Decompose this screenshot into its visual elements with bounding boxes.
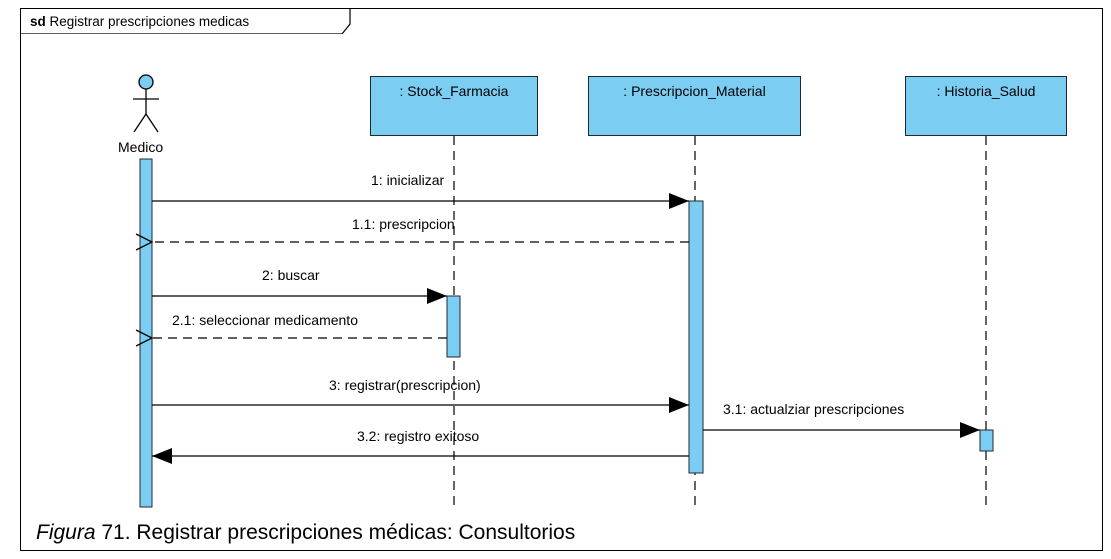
actor-icon: [133, 74, 159, 133]
lifeline-stock-label: : Stock_Farmacia: [399, 83, 509, 99]
activation-historia: [979, 429, 994, 452]
frame-title: sd Registrar prescripciones medicas: [30, 14, 249, 29]
frame-title-text: Registrar prescripciones medicas: [49, 14, 250, 29]
message-3-label: 3: registrar(prescripcion): [329, 377, 481, 393]
message-3-2-label: 3.2: registro exitoso: [357, 428, 480, 444]
figure-caption: Figura 71. Registrar prescripciones médi…: [36, 521, 575, 545]
message-2-1-label: 2.1: seleccionar medicamento: [172, 312, 358, 328]
caption-text: 71. Registrar prescripciones médicas: Co…: [95, 521, 576, 544]
actor-name: Medico: [118, 139, 164, 155]
lifeline-prescripcion-label: : Prescripcion_Material: [623, 83, 766, 99]
diagram-frame: [20, 8, 1103, 551]
lifeline-historia-label: : Historia_Salud: [936, 83, 1036, 99]
frame-keyword: sd: [30, 14, 46, 29]
message-3-1-label: 3.1: actualziar prescripciones: [723, 401, 905, 417]
frame-tab: [20, 8, 351, 34]
lifeline-historia-box: : Historia_Salud: [905, 76, 1067, 136]
activation-stock: [446, 295, 461, 358]
message-1-label: 1: inicializar: [371, 172, 445, 188]
message-1-1-label: 1.1: prescripcion: [352, 216, 455, 232]
message-2-label: 2: buscar: [262, 267, 320, 283]
lifeline-stock-box: : Stock_Farmacia: [370, 76, 538, 136]
lifeline-prescripcion-box: : Prescripcion_Material: [588, 76, 801, 136]
caption-prefix: Figura: [36, 521, 96, 544]
activation-prescripcion: [688, 200, 704, 474]
activation-medico: [139, 158, 153, 508]
